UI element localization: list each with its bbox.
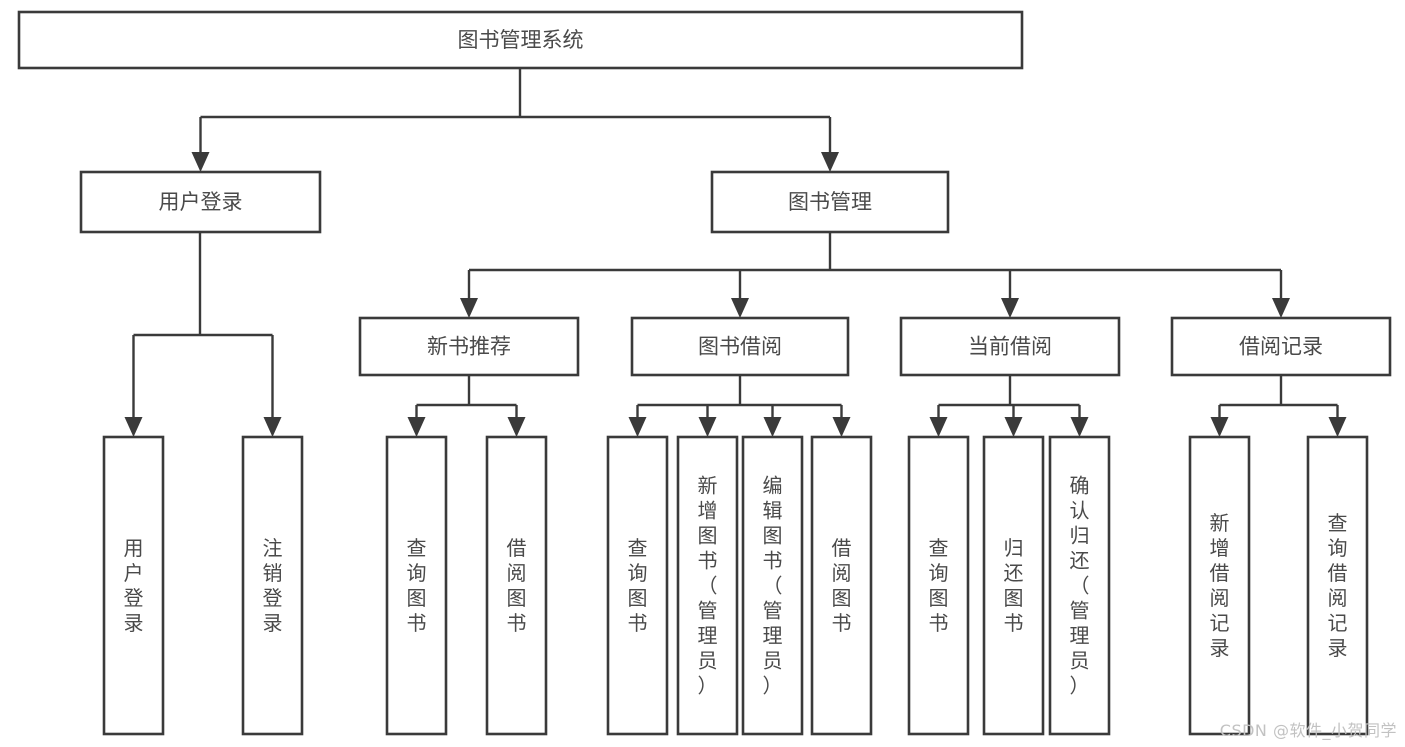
arrow-icon-leaf-borrow-book-2 (832, 417, 851, 437)
node-leaf-borrow-book-1-box[interactable] (485, 435, 548, 736)
node-book-borrow-box[interactable] (630, 316, 850, 377)
node-leaf-confirm-return-label: 确认归还（管理员） (1070, 474, 1090, 698)
arrow-icon-leaf-query-book-1 (407, 417, 426, 437)
arrow-icon-leaf-edit-book (763, 417, 782, 437)
arrow-icon-borrow-record (1272, 298, 1290, 318)
node-leaf-return-book-box[interactable] (982, 435, 1045, 736)
arrow-icon-leaf-query-book-2 (628, 417, 647, 437)
node-leaf-add-record-box[interactable] (1188, 435, 1251, 736)
node-leaf-edit-book[interactable]: 编辑图书（管理员） (741, 435, 804, 736)
node-borrow-record-label: 借阅记录 (1239, 335, 1323, 359)
arrow-icon-leaf-add-book (698, 417, 717, 437)
node-leaf-return-book-label: 归还图书 (1004, 536, 1024, 635)
node-leaf-add-book-label: 新增图书（管理员） (698, 474, 718, 698)
arrow-icon-book-borrow (731, 298, 749, 318)
arrow-icon-leaf-query-book-3 (929, 417, 948, 437)
node-leaf-query-book-2-label: 查询图书 (628, 536, 648, 635)
node-leaf-borrow-book-1-label: 借阅图书 (507, 536, 527, 635)
arrow-icon-leaf-add-record (1210, 417, 1229, 437)
node-leaf-edit-book-label: 编辑图书（管理员） (763, 474, 783, 698)
node-book-borrow[interactable]: 图书借阅 (630, 316, 850, 377)
arrow-icon-leaf-confirm-return (1070, 417, 1089, 437)
node-book-management[interactable]: 图书管理 (710, 170, 950, 234)
node-book-management-box[interactable] (710, 170, 950, 234)
node-root-system-box[interactable] (17, 10, 1024, 70)
node-leaf-query-book-2-box[interactable] (606, 435, 669, 736)
node-current-borrow-box[interactable] (899, 316, 1121, 377)
arrow-icon-new-book-recommend (460, 298, 478, 318)
node-leaf-return-book[interactable]: 归还图书 (982, 435, 1045, 736)
node-leaf-query-book-1[interactable]: 查询图书 (385, 435, 448, 736)
node-leaf-logout-label: 注销登录 (263, 536, 283, 635)
csdn-watermark: CSDN @软件_小贺同学 (1219, 721, 1397, 740)
node-leaf-add-book[interactable]: 新增图书（管理员） (676, 435, 739, 736)
node-leaf-query-book-2[interactable]: 查询图书 (606, 435, 669, 736)
arrow-icon-leaf-query-record (1328, 417, 1347, 437)
node-leaf-borrow-book-2-label: 借阅图书 (832, 536, 852, 635)
node-leaf-borrow-book-2[interactable]: 借阅图书 (810, 435, 873, 736)
node-book-management-label: 图书管理 (788, 190, 872, 214)
node-current-borrow[interactable]: 当前借阅 (899, 316, 1121, 377)
arrow-icon-current-borrow (1001, 298, 1019, 318)
node-leaf-query-book-1-box[interactable] (385, 435, 448, 736)
node-leaf-query-book-3-label: 查询图书 (929, 536, 949, 635)
node-leaf-query-record-box[interactable] (1306, 435, 1369, 736)
arrow-icon-book-management (821, 152, 839, 172)
node-borrow-record[interactable]: 借阅记录 (1170, 316, 1392, 377)
node-leaf-logout-box[interactable] (241, 435, 304, 736)
node-user-login-label: 用户登录 (159, 190, 243, 214)
node-leaf-borrow-book-2-box[interactable] (810, 435, 873, 736)
connectors-layer (124, 68, 1347, 437)
node-leaf-borrow-book-1[interactable]: 借阅图书 (485, 435, 548, 736)
node-leaf-add-record[interactable]: 新增借阅记录 (1188, 435, 1251, 736)
node-leaf-user-login-label: 用户登录 (124, 536, 144, 635)
node-root-system[interactable]: 图书管理系统 (17, 10, 1024, 70)
node-leaf-logout[interactable]: 注销登录 (241, 435, 304, 736)
node-leaf-edit-book-box[interactable] (741, 435, 804, 736)
node-root-system-label: 图书管理系统 (458, 28, 584, 52)
arrow-icon-leaf-user-login (124, 417, 143, 437)
node-borrow-record-box[interactable] (1170, 316, 1392, 377)
node-new-book-recommend-label: 新书推荐 (427, 335, 511, 359)
node-leaf-add-book-box[interactable] (676, 435, 739, 736)
node-leaf-query-book-1-label: 查询图书 (407, 536, 427, 635)
node-new-book-recommend[interactable]: 新书推荐 (358, 316, 580, 377)
node-user-login[interactable]: 用户登录 (79, 170, 322, 234)
node-leaf-user-login[interactable]: 用户登录 (102, 435, 165, 736)
arrow-icon-user-login (191, 152, 210, 172)
node-leaf-query-record-label: 查询借阅记录 (1328, 511, 1348, 660)
arrow-icon-leaf-return-book (1004, 417, 1023, 437)
node-leaf-add-record-label: 新增借阅记录 (1210, 511, 1230, 660)
node-current-borrow-label: 当前借阅 (968, 335, 1052, 359)
node-leaf-query-book-3-box[interactable] (907, 435, 970, 736)
node-book-borrow-label: 图书借阅 (698, 335, 782, 359)
node-leaf-confirm-return[interactable]: 确认归还（管理员） (1048, 435, 1111, 736)
arrow-icon-leaf-logout (263, 417, 282, 437)
node-leaf-user-login-box[interactable] (102, 435, 165, 736)
node-leaf-confirm-return-box[interactable] (1048, 435, 1111, 736)
node-user-login-box[interactable] (79, 170, 322, 234)
arrow-icon-leaf-borrow-book-1 (507, 417, 526, 437)
node-leaf-query-record[interactable]: 查询借阅记录 (1306, 435, 1369, 736)
node-new-book-recommend-box[interactable] (358, 316, 580, 377)
nodes-layer: 图书管理系统用户登录图书管理新书推荐图书借阅当前借阅借阅记录用户登录注销登录查询… (17, 10, 1392, 736)
node-leaf-query-book-3[interactable]: 查询图书 (907, 435, 970, 736)
